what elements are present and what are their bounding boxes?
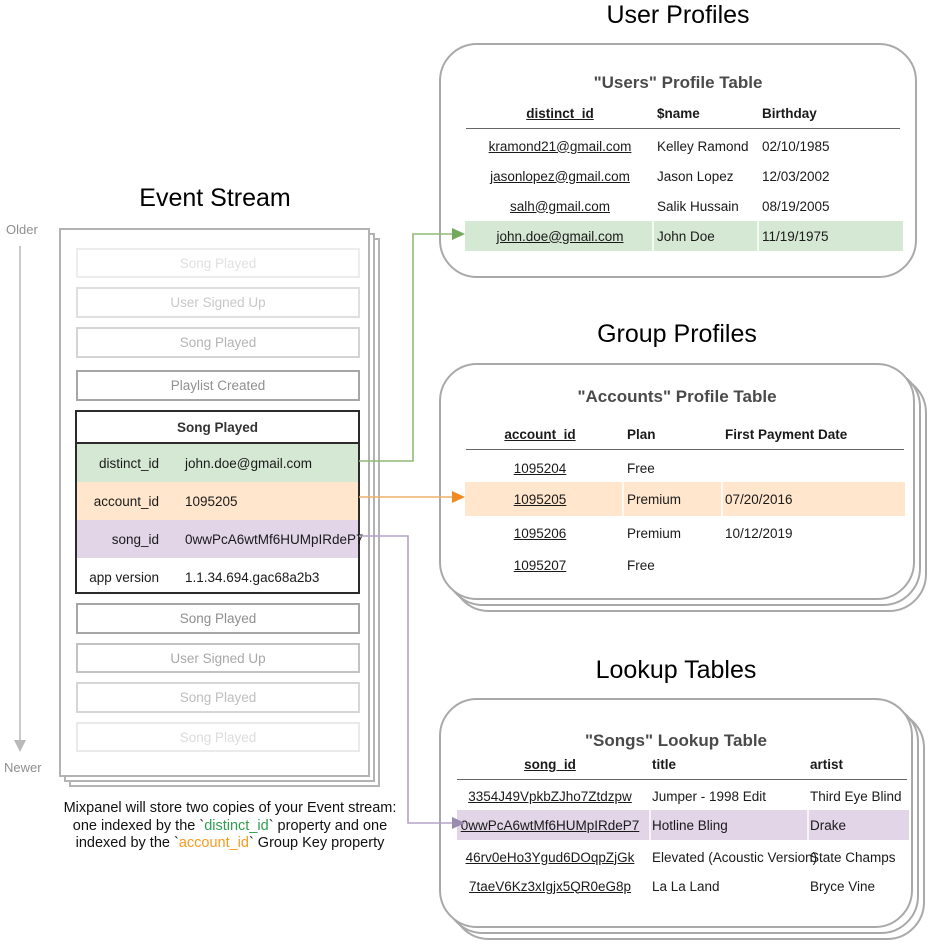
users-col-header-birthday: Birthday: [762, 106, 817, 121]
table-row-cell: Bryce Vine: [810, 878, 876, 894]
older-label: Older: [6, 222, 38, 237]
event-property-song-id: song_id 0wwPcA6wtMf6HUMpIRdeP7: [77, 520, 364, 558]
table-row-cell: john.doe@gmail.com: [496, 228, 624, 244]
table-row-cell: kramond21@gmail.com: [488, 138, 632, 154]
caption-line-2: one indexed by the `distinct_id` propert…: [72, 817, 388, 834]
songs-header-divider: [457, 779, 907, 780]
table-row-cell: State Champs: [810, 849, 896, 865]
expanded-event-card: Song Played distinct_id john.doe@gmail.c…: [75, 410, 364, 596]
users-profile-table-card: "Users" Profile Table distinct_id $name …: [439, 43, 917, 278]
accounts-profile-table-card: "Accounts" Profile Table account_id Plan…: [439, 363, 915, 600]
event-item-label: Song Played: [179, 255, 257, 271]
table-row-cell: Salik Hussain: [657, 198, 739, 214]
account-id-code: account_id: [178, 835, 249, 851]
users-col-header-name: $name: [657, 106, 700, 121]
accounts-table-title: "Accounts" Profile Table: [577, 387, 777, 406]
distinct-id-code: distinct_id: [204, 817, 269, 834]
table-row-cell: Third Eye Blind: [810, 788, 902, 804]
event-item-label: Song Played: [179, 690, 257, 705]
property-key: app version: [89, 569, 159, 585]
table-row-cell: Kelley Ramond: [657, 138, 749, 154]
property-key: song_id: [111, 531, 159, 547]
event-item: Song Played: [76, 248, 360, 278]
table-row-cell: 10/12/2019: [725, 525, 793, 541]
property-value: 1095205: [185, 493, 238, 509]
accounts-col-header-plan: Plan: [627, 427, 656, 442]
users-table-title: "Users" Profile Table: [593, 73, 763, 92]
event-item: Song Played: [76, 327, 360, 358]
caption-line-3: indexed by the `account_id` Group Key pr…: [75, 835, 385, 851]
songs-table-title: "Songs" Lookup Table: [584, 731, 768, 750]
table-row-cell: John Doe: [657, 228, 715, 244]
table-row-cell: jasonlopez@gmail.com: [490, 168, 630, 184]
table-row-cell: 1095205: [513, 491, 567, 507]
table-row-cell: 11/19/1975: [762, 228, 829, 244]
table-row-cell: 1095207: [513, 557, 567, 573]
table-row-cell: Jumper - 1998 Edit: [652, 788, 767, 804]
songs-col-header-song-id: song_id: [524, 757, 576, 772]
table-row-cell: Premium: [627, 491, 682, 507]
event-item-label: User Signed Up: [170, 650, 266, 666]
caption-line-1: Mixpanel will store two copies of your E…: [63, 800, 397, 816]
event-item: Playlist Created: [76, 370, 360, 401]
event-item: User Signed Up: [76, 287, 360, 318]
table-row-cell: 0wwPcA6wtMf6HUMpIRdeP7: [460, 817, 640, 833]
event-item: Song Played: [76, 603, 360, 634]
songs-col-header-artist: artist: [810, 757, 844, 772]
event-property-account-id: account_id 1095205: [77, 482, 358, 520]
event-item-label: Song Played: [179, 335, 257, 350]
table-row-cell: 07/20/2016: [725, 491, 793, 507]
table-row-cell: 08/19/2005: [762, 198, 830, 214]
users-col-header-distinct-id: distinct_id: [526, 106, 594, 121]
user-profiles-title: User Profiles: [606, 1, 750, 29]
event-item: User Signed Up: [76, 643, 360, 673]
table-row-cell: salh@gmail.com: [510, 198, 610, 214]
table-row-cell: Drake: [810, 817, 847, 833]
newer-label: Newer: [4, 760, 42, 775]
property-key: distinct_id: [98, 455, 159, 471]
property-key: account_id: [93, 493, 159, 509]
table-row-cell: Jason Lopez: [657, 168, 734, 184]
event-item: Song Played: [76, 682, 360, 713]
property-value: 0wwPcA6wtMf6HUMpIRdeP7: [185, 531, 364, 547]
event-stream-title: Event Stream: [139, 184, 291, 212]
table-row-cell: 7taeV6Kz3xIgjx5QR0eG8p: [468, 878, 632, 894]
table-row-cell: Hotline Bling: [652, 817, 728, 833]
table-row-cell: Free: [627, 460, 655, 476]
event-item-label: Song Played: [179, 611, 257, 626]
accounts-highlight-band: [465, 482, 905, 516]
accounts-col-header-first-payment: First Payment Date: [725, 427, 848, 442]
songs-col-header-title: title: [652, 757, 677, 772]
event-stream-caption: Mixpanel will store two copies of your E…: [30, 800, 430, 853]
property-value: 1.1.34.694.gac68a2b3: [185, 569, 320, 585]
event-item: Song Played: [76, 722, 360, 752]
timeline-arrow: [14, 246, 26, 752]
table-row-cell: La La Land: [652, 878, 720, 894]
expanded-event-name: Song Played: [77, 412, 358, 444]
table-row-cell: 46rv0eHo3Ygud6DOqpZjGk: [465, 849, 635, 865]
accounts-header-divider: [466, 449, 904, 450]
table-row-cell: 02/10/1985: [762, 138, 830, 154]
table-row-cell: 12/03/2002: [762, 168, 830, 184]
songs-lookup-table-card: "Songs" Lookup Table song_id title artis…: [439, 698, 913, 928]
table-row-cell: Premium: [627, 525, 682, 541]
table-row-cell: 1095206: [513, 525, 567, 541]
property-value: john.doe@gmail.com: [185, 455, 313, 471]
songs-highlight-band: [457, 810, 909, 840]
event-stream-container: Song Played User Signed Up Song Played P…: [59, 228, 370, 777]
users-highlight-band: [465, 221, 903, 251]
event-property-app-version: app version 1.1.34.694.gac68a2b3: [77, 558, 358, 596]
table-row-cell: 3354J49VpkbZJho7Ztdzpw: [468, 788, 632, 804]
event-item-label: Playlist Created: [170, 378, 266, 393]
group-profiles-title: Group Profiles: [597, 320, 757, 348]
accounts-col-header-account-id: account_id: [504, 427, 576, 442]
users-header-divider: [466, 128, 900, 129]
table-row-cell: Elevated (Acoustic Version): [652, 849, 818, 865]
table-row-cell: Free: [627, 557, 655, 573]
lookup-tables-title: Lookup Tables: [595, 656, 757, 684]
table-row-cell: 1095204: [513, 460, 567, 476]
event-property-distinct-id: distinct_id john.doe@gmail.com: [77, 444, 358, 482]
event-item-label: Song Played: [179, 729, 257, 745]
event-item-label: User Signed Up: [170, 295, 266, 310]
